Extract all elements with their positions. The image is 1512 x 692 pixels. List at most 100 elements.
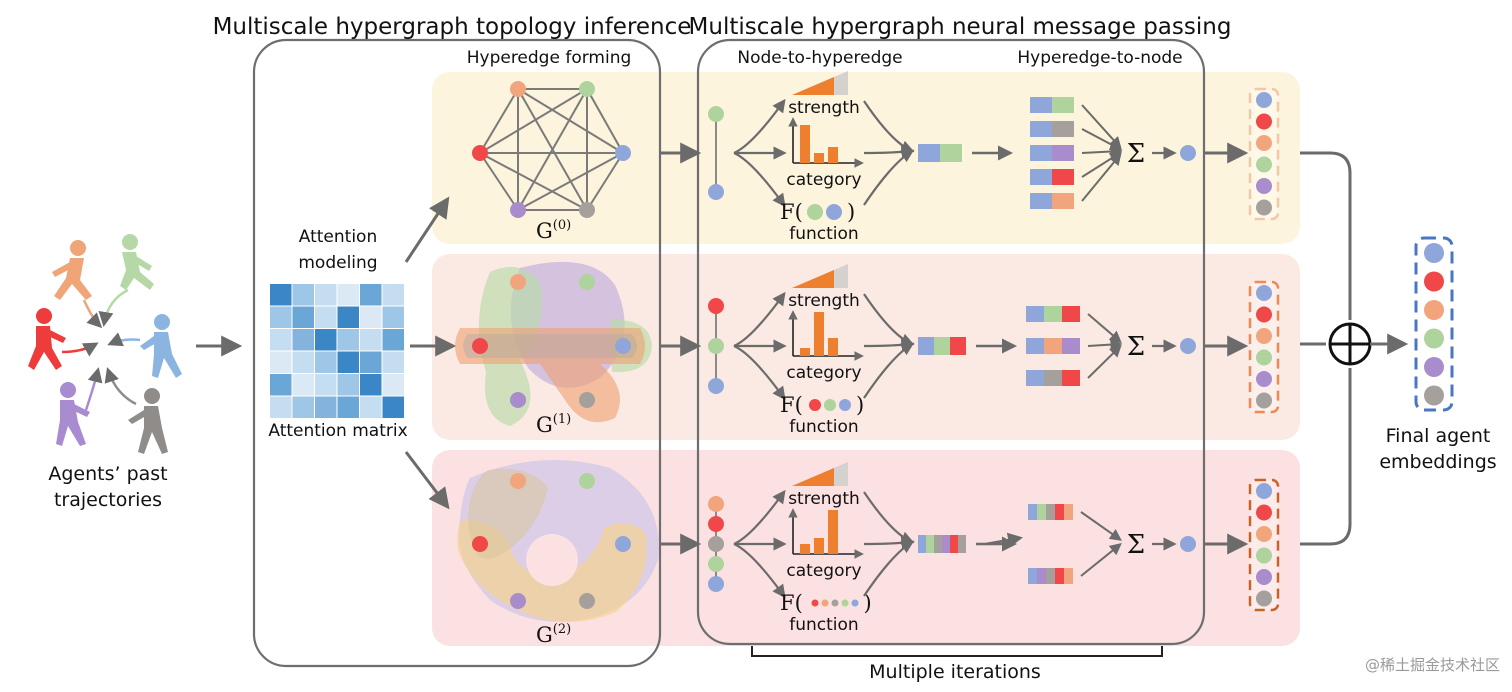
merge-line-bottom [1300,368,1352,546]
incident-hyperedge-cell [1026,338,1044,354]
matrix-cell [292,374,314,396]
embedding-node-green [1256,156,1272,173]
incident-hyperedge-cell [1030,193,1052,209]
matrix-cell [292,306,314,328]
chain-node-orange [708,496,724,512]
function-symbol: F( [780,393,803,417]
agents-group [28,234,182,454]
final-node-gray [1424,385,1444,406]
agent-orange-icon [52,240,92,300]
embedding-node-orange [1256,328,1272,344]
branch-arrow [733,291,786,348]
final-node-orange [1424,300,1444,320]
chain-node-green [708,106,724,122]
final-node-green [1424,328,1444,349]
matrix-cell [292,351,314,373]
final-node-purple [1424,357,1444,377]
embedding-node-gray [1256,590,1272,607]
attention-modeling-line1: Attention [299,227,377,247]
graph-edge [517,88,624,154]
agent-green-icon [120,234,154,290]
function-node-green [824,399,836,411]
chain-node-blue [708,184,724,200]
embedding-node-red [1256,306,1272,323]
title-topology-inference: Multiscale hypergraph topology inference [213,14,692,40]
node-gray [579,392,595,408]
matrix-cell [270,284,292,306]
oplus-icon [1328,322,1372,366]
node-green [579,473,595,489]
matrix-cell [337,284,359,306]
incident-hyperedge-cell [1026,306,1044,322]
category-bar [800,348,810,356]
scale-band-2 [432,450,1300,646]
strength-label: strength [788,98,860,118]
final-caption-line2: embeddings [1379,451,1496,473]
function-symbol: F( [780,591,803,615]
category-label: category [786,170,861,190]
function-symbol: F( [780,200,803,224]
chain-node-green [708,556,724,572]
final-caption-line1: Final agent [1386,425,1491,447]
embedding-node-purple [1256,569,1272,585]
message-passing-rows: strengthcategoryF()functionΣstrengthcate… [708,71,1280,635]
vector-to-input-arrow [985,532,1023,548]
iterations-bracket [751,646,1163,657]
matrix-cell [337,351,359,373]
graph-edge [479,88,588,154]
embedding-node-purple [1256,371,1272,387]
updated-node [1180,145,1196,161]
matrix-cell [270,396,292,418]
node-red [472,536,488,552]
graph0-label: G(0) [536,218,571,243]
function-node-blue [826,204,842,220]
graph-edge [586,88,624,154]
hyperedge-vector-cell [942,535,950,553]
matrix-cell [337,396,359,418]
matrix-cell [382,396,404,418]
incident-hyperedge-cell [1062,338,1080,354]
matrix-cell [315,306,337,328]
matrix-cell [337,306,359,328]
node-green [579,274,595,290]
function-label: function [789,417,858,437]
incident-hyperedge-cell [1044,338,1062,354]
function-close-paren: ) [864,591,872,615]
incident-hyperedge-cell [1030,97,1052,113]
incident-hyperedge-cell [1052,121,1074,137]
matrix-cell [315,396,337,418]
matrix-cell [360,374,382,396]
hyperedge-vector-cell [918,337,934,355]
graph-edge [479,88,519,154]
branch-arrow [733,98,786,155]
category-bar [800,544,810,554]
agent-purple-icon [56,382,90,446]
function-node-red [811,599,819,607]
incident-hyperedge-cell [1052,193,1074,209]
node-gray [579,202,595,218]
matrix-cell [382,306,404,328]
category-bar [814,153,824,163]
category-bar [814,312,824,356]
incident-hyperedge-cell [1062,370,1080,386]
updated-node [1180,536,1196,552]
matrix-cell [337,374,359,396]
sigma-icon: Σ [1127,139,1145,169]
strength-triangle [792,77,834,95]
aggregate-arrow [1080,511,1122,541]
graph-scale-2 [457,460,659,622]
incident-hyperedge-cell [1052,97,1074,113]
incident-hyperedge-cell [1030,121,1052,137]
incident-hyperedge-cell [1044,306,1062,322]
final-embedding-vector [1414,236,1454,412]
node-blue [615,338,631,354]
incident-hyperedge-cell [1052,169,1074,185]
node-blue [615,536,631,552]
incident-hyperedge-cell [1064,504,1073,520]
hyperedge-vector-cell [950,337,966,355]
incident-hyperedge-cell [1046,568,1055,584]
hyperedge-gray [463,334,637,358]
graph2-label: G(2) [536,622,571,647]
matrix-cell [270,374,292,396]
